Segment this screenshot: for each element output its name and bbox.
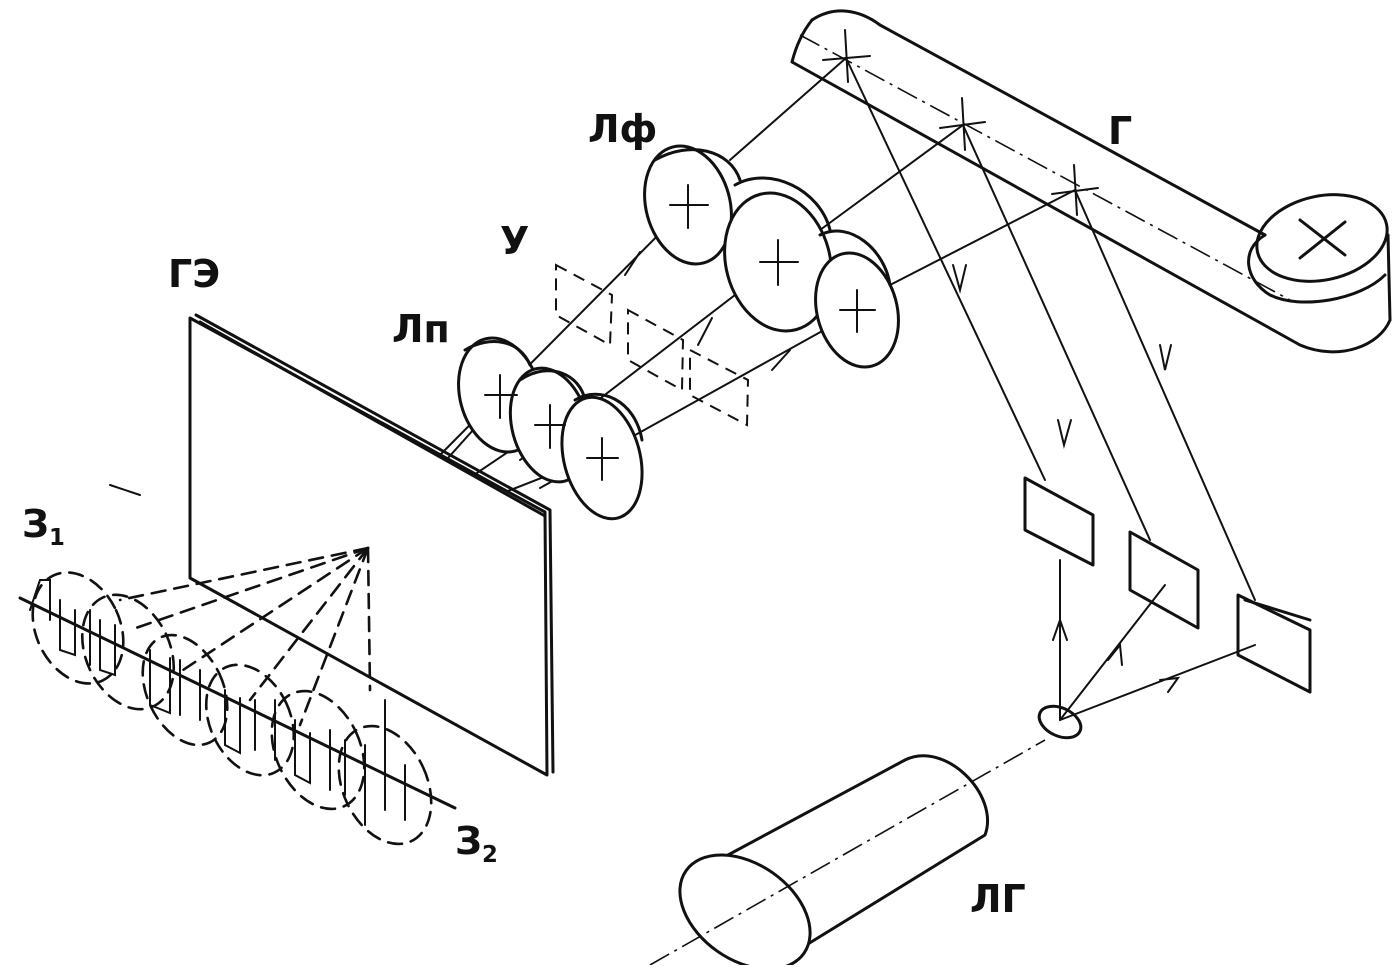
label-lens-p: Лп: [392, 307, 450, 351]
label-zone-2: З2: [455, 822, 498, 867]
label-zone-2-base: З: [455, 819, 482, 863]
lens-group-p: [457, 336, 644, 521]
label-zone-2-sub: 2: [482, 841, 498, 868]
label-zone-1-base: З: [22, 502, 49, 546]
label-hologram: Г: [1108, 109, 1133, 153]
beam-splitter-mirrors: [1023, 476, 1312, 740]
lens-group-f: [643, 144, 900, 369]
reel-cross-1: [1298, 218, 1347, 257]
projection-fan: [109, 484, 372, 727]
hologram-screen: [188, 313, 555, 777]
splitter-disc: [1037, 704, 1083, 740]
label-lens-f: Лф: [588, 107, 658, 151]
label-zone-1-sub: 1: [49, 524, 65, 551]
label-laser: ЛГ: [970, 877, 1026, 921]
reel-cross-2: [1298, 220, 1347, 260]
label-aperture: У: [500, 219, 530, 263]
laser-generator: [649, 739, 1046, 970]
aperture-frames: [555, 251, 791, 427]
label-hologram-screen: ГЭ: [168, 252, 221, 296]
label-zone-1: З1: [22, 505, 65, 550]
zone-ellipses: [18, 571, 457, 846]
